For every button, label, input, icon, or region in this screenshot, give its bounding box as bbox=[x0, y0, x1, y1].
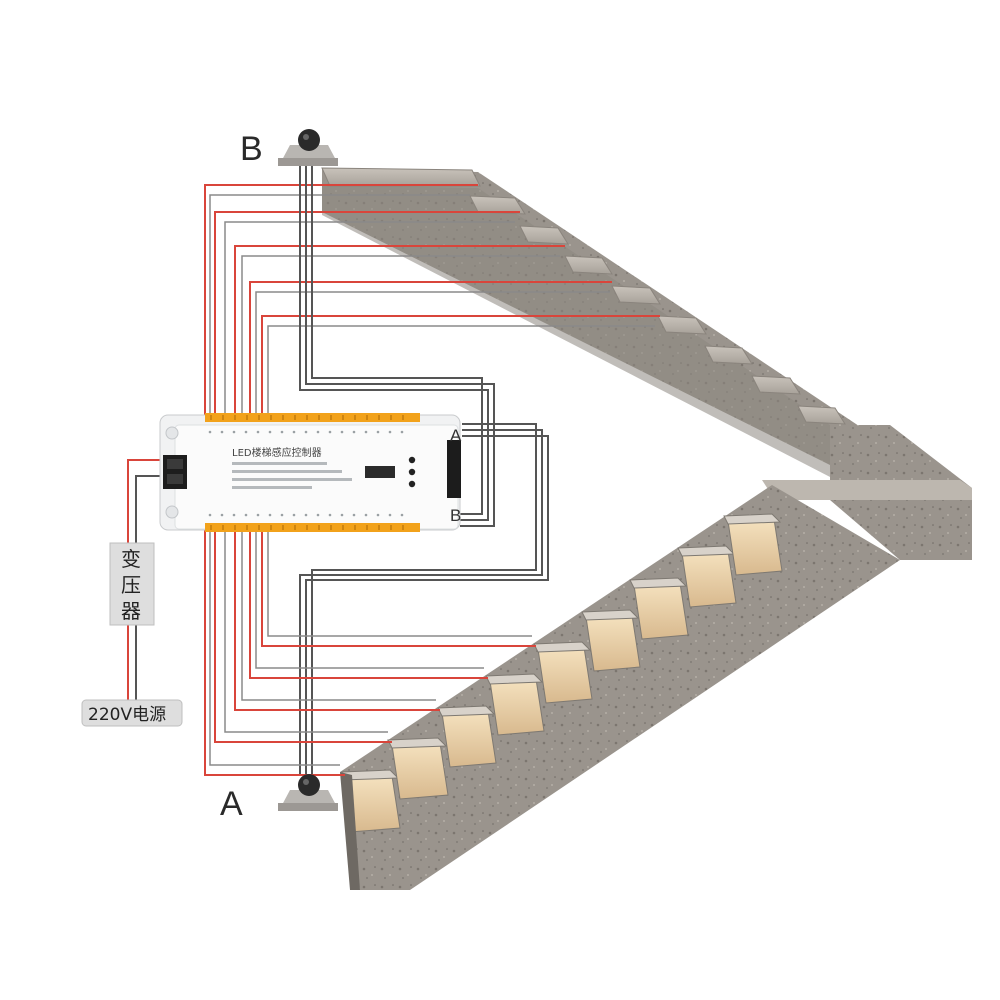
wiring bbox=[127, 160, 660, 776]
power-label: 220V电源 bbox=[88, 705, 166, 725]
sensor-a-label: A bbox=[220, 785, 243, 823]
power-source: 220V电源 bbox=[81, 699, 183, 727]
upper-stair-flight bbox=[321, 167, 972, 560]
transformer-char-3: 器 bbox=[121, 599, 141, 623]
sensor-b bbox=[278, 129, 338, 166]
transformer-char-1: 变 bbox=[121, 547, 141, 571]
controller-title: LED楼梯感应控制器 bbox=[232, 446, 322, 459]
transformer-char-2: 压 bbox=[121, 573, 141, 597]
sensor-b-label: B bbox=[240, 130, 263, 168]
lower-stair-flight bbox=[340, 485, 900, 890]
port-b-label: B bbox=[450, 506, 461, 525]
controller-box: LED楼梯感应控制器 A B bbox=[159, 413, 462, 532]
sensor-a bbox=[278, 774, 338, 811]
port-a-label: A bbox=[450, 426, 462, 445]
transformer-box: 变 压 器 bbox=[109, 542, 155, 626]
